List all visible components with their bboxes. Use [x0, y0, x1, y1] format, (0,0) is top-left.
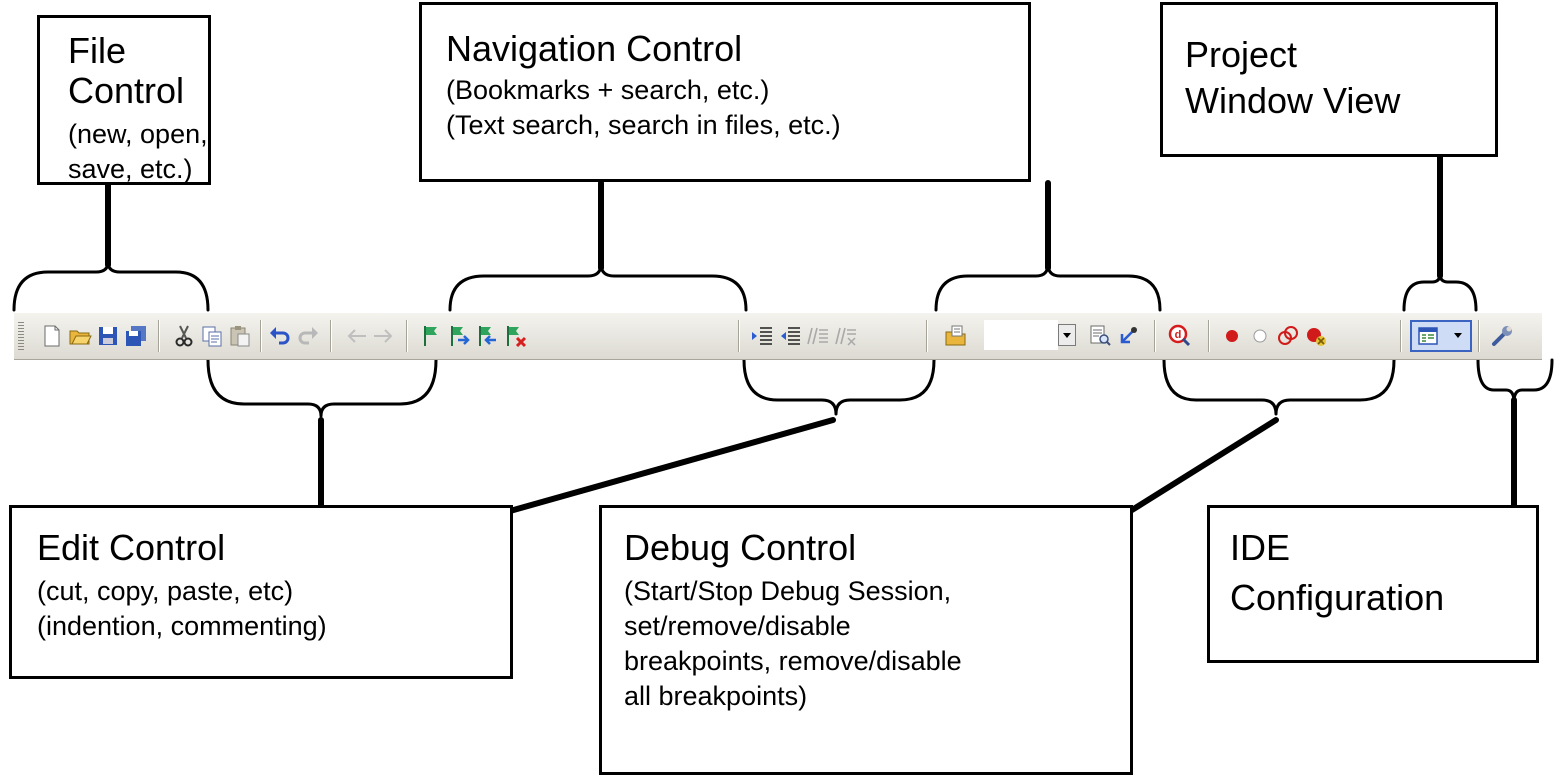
edit-control-desc-line-1: (cut, copy, paste, etc) [37, 576, 294, 606]
project-window-view-callout: Project Window View [1160, 2, 1498, 157]
indent-icon[interactable] [750, 324, 774, 348]
comment-icon[interactable] [806, 324, 830, 348]
navigation-control-desc-line-1: (Bookmarks + search, etc.) [446, 75, 770, 105]
edit-control-brace-clipboard [206, 358, 438, 418]
debug-control-brace [1162, 358, 1396, 416]
toolbar-separator [1478, 320, 1479, 352]
navigation-control-callout: Navigation Control (Bookmarks + search, … [419, 2, 1031, 182]
new-file-icon[interactable] [40, 324, 64, 348]
next-bookmark-icon[interactable] [448, 324, 472, 348]
toolbar-separator [330, 320, 331, 352]
file-control-desc-line-2: save, etc.) [68, 154, 193, 184]
ide-configuration-callout: IDE Configuration [1207, 505, 1539, 663]
project-window-view-title-line-1: Project [1185, 34, 1298, 75]
toolbar-separator [1154, 320, 1155, 352]
project-window-icon [1416, 324, 1440, 348]
toolbar-separator [738, 320, 739, 352]
toolbar-separator [1208, 320, 1209, 352]
debug-control-title: Debug Control [624, 527, 857, 568]
debug-control-callout: Debug Control (Start/Stop Debug Session,… [599, 505, 1133, 775]
file-control-title: File Control [68, 30, 185, 111]
set-breakpoint-icon[interactable] [1220, 324, 1244, 348]
toolbar-separator [158, 320, 159, 352]
disable-breakpoint-icon[interactable] [1248, 324, 1272, 348]
paste-icon[interactable] [228, 324, 252, 348]
file-control-callout: File Control (new, open, save, etc.) [37, 15, 211, 185]
debug-control-desc-line-3: breakpoints, remove/disable [624, 646, 962, 676]
ide-configuration-title-line-2: Configuration [1230, 577, 1445, 618]
edit-control-connector-indent [507, 417, 836, 514]
edit-control-desc-line-2: (indention, commenting) [37, 611, 327, 641]
debug-control-desc-line-4: all breakpoints) [624, 681, 808, 711]
redo-icon[interactable] [296, 324, 320, 348]
file-control-brace [12, 260, 210, 312]
project-window-button[interactable] [1410, 320, 1472, 352]
toolbar-separator [260, 320, 261, 352]
debug-control-desc-line-2: set/remove/disable [624, 611, 851, 641]
navigation-control-brace-bookmarks [448, 262, 748, 312]
remove-breakpoint-icon[interactable] [1276, 324, 1300, 348]
copy-icon[interactable] [200, 324, 224, 348]
toolbar-separator [926, 320, 927, 352]
debug-control-connector [1129, 417, 1279, 513]
toolbar-grip[interactable] [18, 322, 24, 350]
svg-text:d: d [1175, 329, 1182, 341]
navigation-control-brace-search [934, 262, 1162, 312]
start-debug-icon[interactable]: d [1168, 324, 1192, 348]
previous-bookmark-icon[interactable] [476, 324, 500, 348]
search-combo[interactable] [984, 320, 1058, 350]
toolbar-separator [1400, 320, 1401, 352]
file-control-desc-line-1: (new, open, [68, 119, 208, 149]
navigate-back-icon[interactable] [344, 324, 368, 348]
undo-icon[interactable] [268, 324, 292, 348]
edit-control-callout: Edit Control (cut, copy, paste, etc) (in… [9, 505, 513, 679]
unindent-icon[interactable] [778, 324, 802, 348]
bookmark-icon[interactable] [420, 324, 444, 348]
open-find-icon[interactable] [944, 324, 968, 348]
project-window-view-title-line-2: Window View [1185, 80, 1401, 121]
navigation-control-desc-line-2: (Text search, search in files, etc.) [446, 110, 841, 140]
save-all-icon[interactable] [124, 324, 148, 348]
cut-icon[interactable] [172, 324, 196, 348]
edit-control-title: Edit Control [37, 527, 226, 568]
project-window-view-brace [1402, 272, 1478, 312]
ide-configuration-title-line-1: IDE [1230, 527, 1291, 568]
chevron-down-icon[interactable] [1058, 324, 1076, 346]
navigation-control-title: Navigation Control [446, 28, 743, 69]
navigate-forward-icon[interactable] [372, 324, 396, 348]
open-folder-icon[interactable] [68, 324, 92, 348]
toolbar-separator [406, 320, 407, 352]
uncomment-icon[interactable] [834, 324, 858, 348]
ide-toolbar: d [14, 312, 1542, 360]
clear-bookmarks-icon[interactable] [504, 324, 528, 348]
remove-all-breakpoints-icon[interactable] [1304, 324, 1328, 348]
ide-configuration-brace [1476, 358, 1554, 404]
edit-control-brace-indent [742, 358, 936, 416]
find-in-files-icon[interactable] [1088, 324, 1112, 348]
configuration-wrench-icon[interactable] [1490, 324, 1514, 348]
chevron-down-icon[interactable] [1454, 333, 1462, 338]
debug-control-desc-line-1: (Start/Stop Debug Session, [624, 576, 952, 606]
save-icon[interactable] [96, 324, 120, 348]
go-to-icon[interactable] [1116, 324, 1140, 348]
